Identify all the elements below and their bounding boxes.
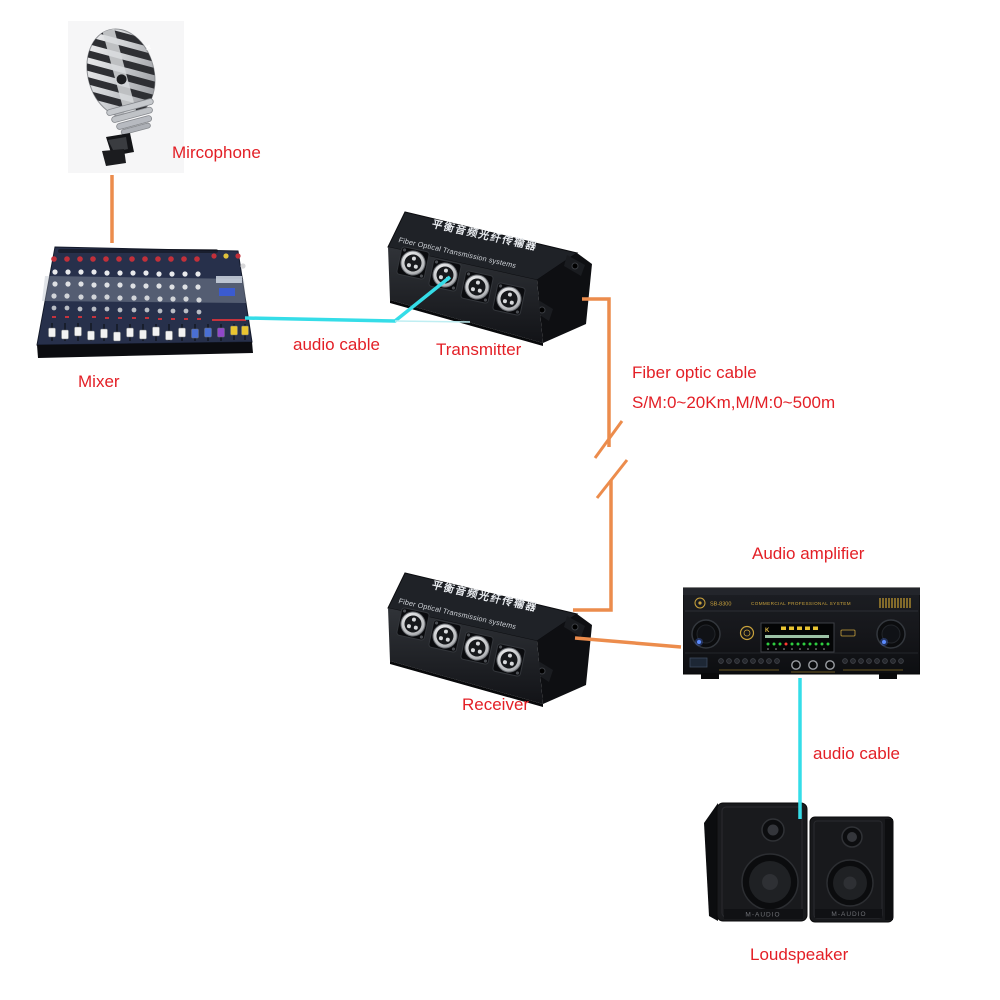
audio-cable-label-speaker: audio cable <box>813 744 900 763</box>
amplifier-display: K <box>760 622 835 653</box>
audio-amplifier-label: Audio amplifier <box>752 544 865 563</box>
transmitter-label: Transmitter <box>436 340 522 359</box>
microphone-clip <box>102 133 134 166</box>
receiver-device <box>383 563 595 708</box>
fiber-optic-range-label: S/M:0~20Km,M/M:0~500m <box>632 393 836 412</box>
mixer-image <box>28 240 254 362</box>
loudspeaker-image: M-AUDIO M-AUDIO <box>700 797 896 927</box>
transmitter-device <box>383 202 595 347</box>
amplifier-vent-grille <box>879 598 911 608</box>
speaker-brand-left-text: M-AUDIO <box>745 912 780 919</box>
receiver-label: Receiver <box>462 695 530 714</box>
amplifier-small-knobs-right <box>842 658 904 664</box>
loudspeaker-label: Loudspeaker <box>750 945 849 964</box>
amplifier-small-knobs-left <box>718 658 780 664</box>
audio-cable-label-mixer: audio cable <box>293 335 380 354</box>
amplifier-left-knob <box>691 619 721 649</box>
svg-text:K: K <box>765 628 770 634</box>
left-speaker: M-AUDIO <box>704 802 808 922</box>
amplifier-header-text: COMMERCIAL PROFESSIONAL SYSTEM <box>751 601 851 606</box>
fiber-optic-cable-label: Fiber optic cable <box>632 363 757 382</box>
speaker-brand-right-text: M-AUDIO <box>831 911 866 918</box>
amplifier-right-knob <box>876 619 906 649</box>
amplifier-jacks <box>791 660 835 670</box>
audio-amplifier-image: SB-8300 COMMERCIAL PROFESSIONAL SYSTEM <box>683 586 920 680</box>
amplifier-model-text: SB-8300 <box>710 602 731 608</box>
mixer-label: Mixer <box>78 372 120 391</box>
right-speaker: M-AUDIO <box>809 816 894 923</box>
microphone-label: Mircophone <box>172 143 261 162</box>
microphone-image <box>68 21 184 174</box>
